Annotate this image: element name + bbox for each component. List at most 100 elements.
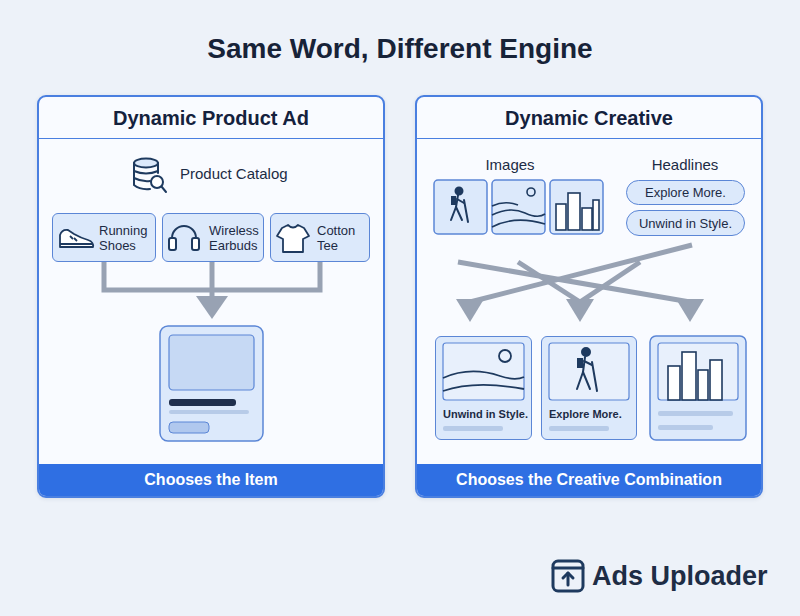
text-placeholder xyxy=(658,425,713,430)
database-top xyxy=(134,159,158,168)
card-headline: Unwind in Style. xyxy=(443,408,528,420)
footer-band: Chooses the Creative Combination xyxy=(417,464,761,496)
ear-cup xyxy=(192,238,199,250)
combination-line xyxy=(470,245,692,302)
building xyxy=(556,204,566,230)
hiker-head xyxy=(582,348,590,356)
arrow-head xyxy=(456,299,484,322)
card-image xyxy=(658,343,738,400)
ad-mockup xyxy=(160,326,263,441)
hiker-body xyxy=(456,195,458,207)
diagram-title: Same Word, Different Engine xyxy=(0,33,800,65)
brand-logo: Ads Uploader xyxy=(592,561,792,592)
card-image xyxy=(549,343,629,400)
panel-heading: Dynamic Product Ad xyxy=(39,97,383,139)
ad-image xyxy=(169,335,254,390)
text-placeholder xyxy=(658,411,733,416)
wave xyxy=(443,371,524,378)
product-box: Running Shoes xyxy=(52,213,156,262)
shoe-sole xyxy=(60,243,93,245)
product-name: Cotton Tee xyxy=(317,223,367,253)
shoe-icon xyxy=(60,230,93,247)
thumbnail-frame xyxy=(434,180,487,234)
catalog-icon xyxy=(134,159,166,193)
card-art xyxy=(443,343,524,431)
card-headline: Explore More. xyxy=(549,408,622,420)
hiker-stick xyxy=(464,200,468,222)
comparison-panel: Dynamic CreativeExplore More. Unwind in S… xyxy=(415,95,763,498)
hiker-leg xyxy=(451,207,456,220)
ad-frame xyxy=(160,326,263,441)
database-side xyxy=(157,163,159,173)
logo-icon xyxy=(553,561,583,591)
merge-arrow xyxy=(104,262,320,319)
product-box: Cotton Tee xyxy=(270,213,370,262)
band-text: Chooses the Item xyxy=(144,471,277,489)
headline-text: Explore More. xyxy=(645,185,726,200)
panel-heading: Dynamic Creative xyxy=(417,97,761,139)
hiker-arm xyxy=(584,361,592,365)
logo-arrow-head xyxy=(563,573,573,578)
sun xyxy=(499,350,511,362)
logo-box xyxy=(553,561,583,591)
product-name: Running Shoes xyxy=(99,223,153,253)
hiker-head xyxy=(456,188,463,195)
database-band xyxy=(134,171,158,174)
merge-line xyxy=(210,262,215,298)
arrow-head xyxy=(566,299,594,322)
arrow-head xyxy=(676,299,704,322)
hiker-arm xyxy=(457,199,464,203)
building xyxy=(568,193,580,230)
hiker-body xyxy=(583,357,585,372)
band-text: Chooses the Creative Combination xyxy=(456,471,722,489)
footer-band: Chooses the Item xyxy=(39,464,383,496)
combination-arrows xyxy=(456,245,704,322)
text-placeholder xyxy=(443,426,503,431)
comparison-panel: Dynamic Product Ad Running Shoes Wireless … xyxy=(37,95,385,498)
tee-icon xyxy=(277,225,309,252)
result-card: Unwind in Style. xyxy=(435,336,532,440)
building xyxy=(698,370,708,400)
shoe-lace xyxy=(74,238,77,241)
river-bank xyxy=(492,220,545,227)
result-card: Explore More. xyxy=(541,336,637,440)
card-art xyxy=(549,343,629,431)
hiker-pack xyxy=(451,196,456,205)
sun xyxy=(527,188,535,196)
product-name: Wireless Earbuds xyxy=(209,223,261,253)
building xyxy=(668,366,680,400)
text-placeholder xyxy=(549,426,609,431)
magnifier-handle xyxy=(162,187,167,193)
headline-pill: Unwind in Style. xyxy=(626,210,745,236)
merge-line xyxy=(104,262,320,290)
hiker-stick xyxy=(592,362,597,391)
thumbnail-frame xyxy=(492,180,545,234)
image-thumbnail xyxy=(492,180,545,234)
hiker-leg xyxy=(583,372,590,389)
hiker-leg xyxy=(577,372,583,389)
earbuds-icon xyxy=(169,226,199,250)
logo-bar xyxy=(553,567,583,570)
image-thumbnail xyxy=(550,180,603,234)
building xyxy=(682,352,696,400)
combination-line xyxy=(518,262,580,302)
tee-shape xyxy=(277,225,309,252)
ear-cup xyxy=(169,238,176,250)
river-bank xyxy=(492,210,545,216)
result-card xyxy=(650,336,746,440)
building xyxy=(710,360,722,400)
card-frame xyxy=(650,336,746,440)
hiker-leg xyxy=(456,207,462,220)
product-box: Wireless Earbuds xyxy=(162,213,264,262)
arrow-head xyxy=(196,296,228,319)
database-body xyxy=(134,163,150,189)
hill xyxy=(492,203,518,206)
image-thumbnail xyxy=(434,180,487,234)
hiker-pack xyxy=(577,358,583,368)
card-image xyxy=(443,343,524,400)
ad-title-bar xyxy=(169,399,236,406)
ad-text-bar xyxy=(169,410,249,414)
headband xyxy=(172,226,196,244)
shoe-upper xyxy=(60,230,93,247)
building xyxy=(582,208,592,230)
